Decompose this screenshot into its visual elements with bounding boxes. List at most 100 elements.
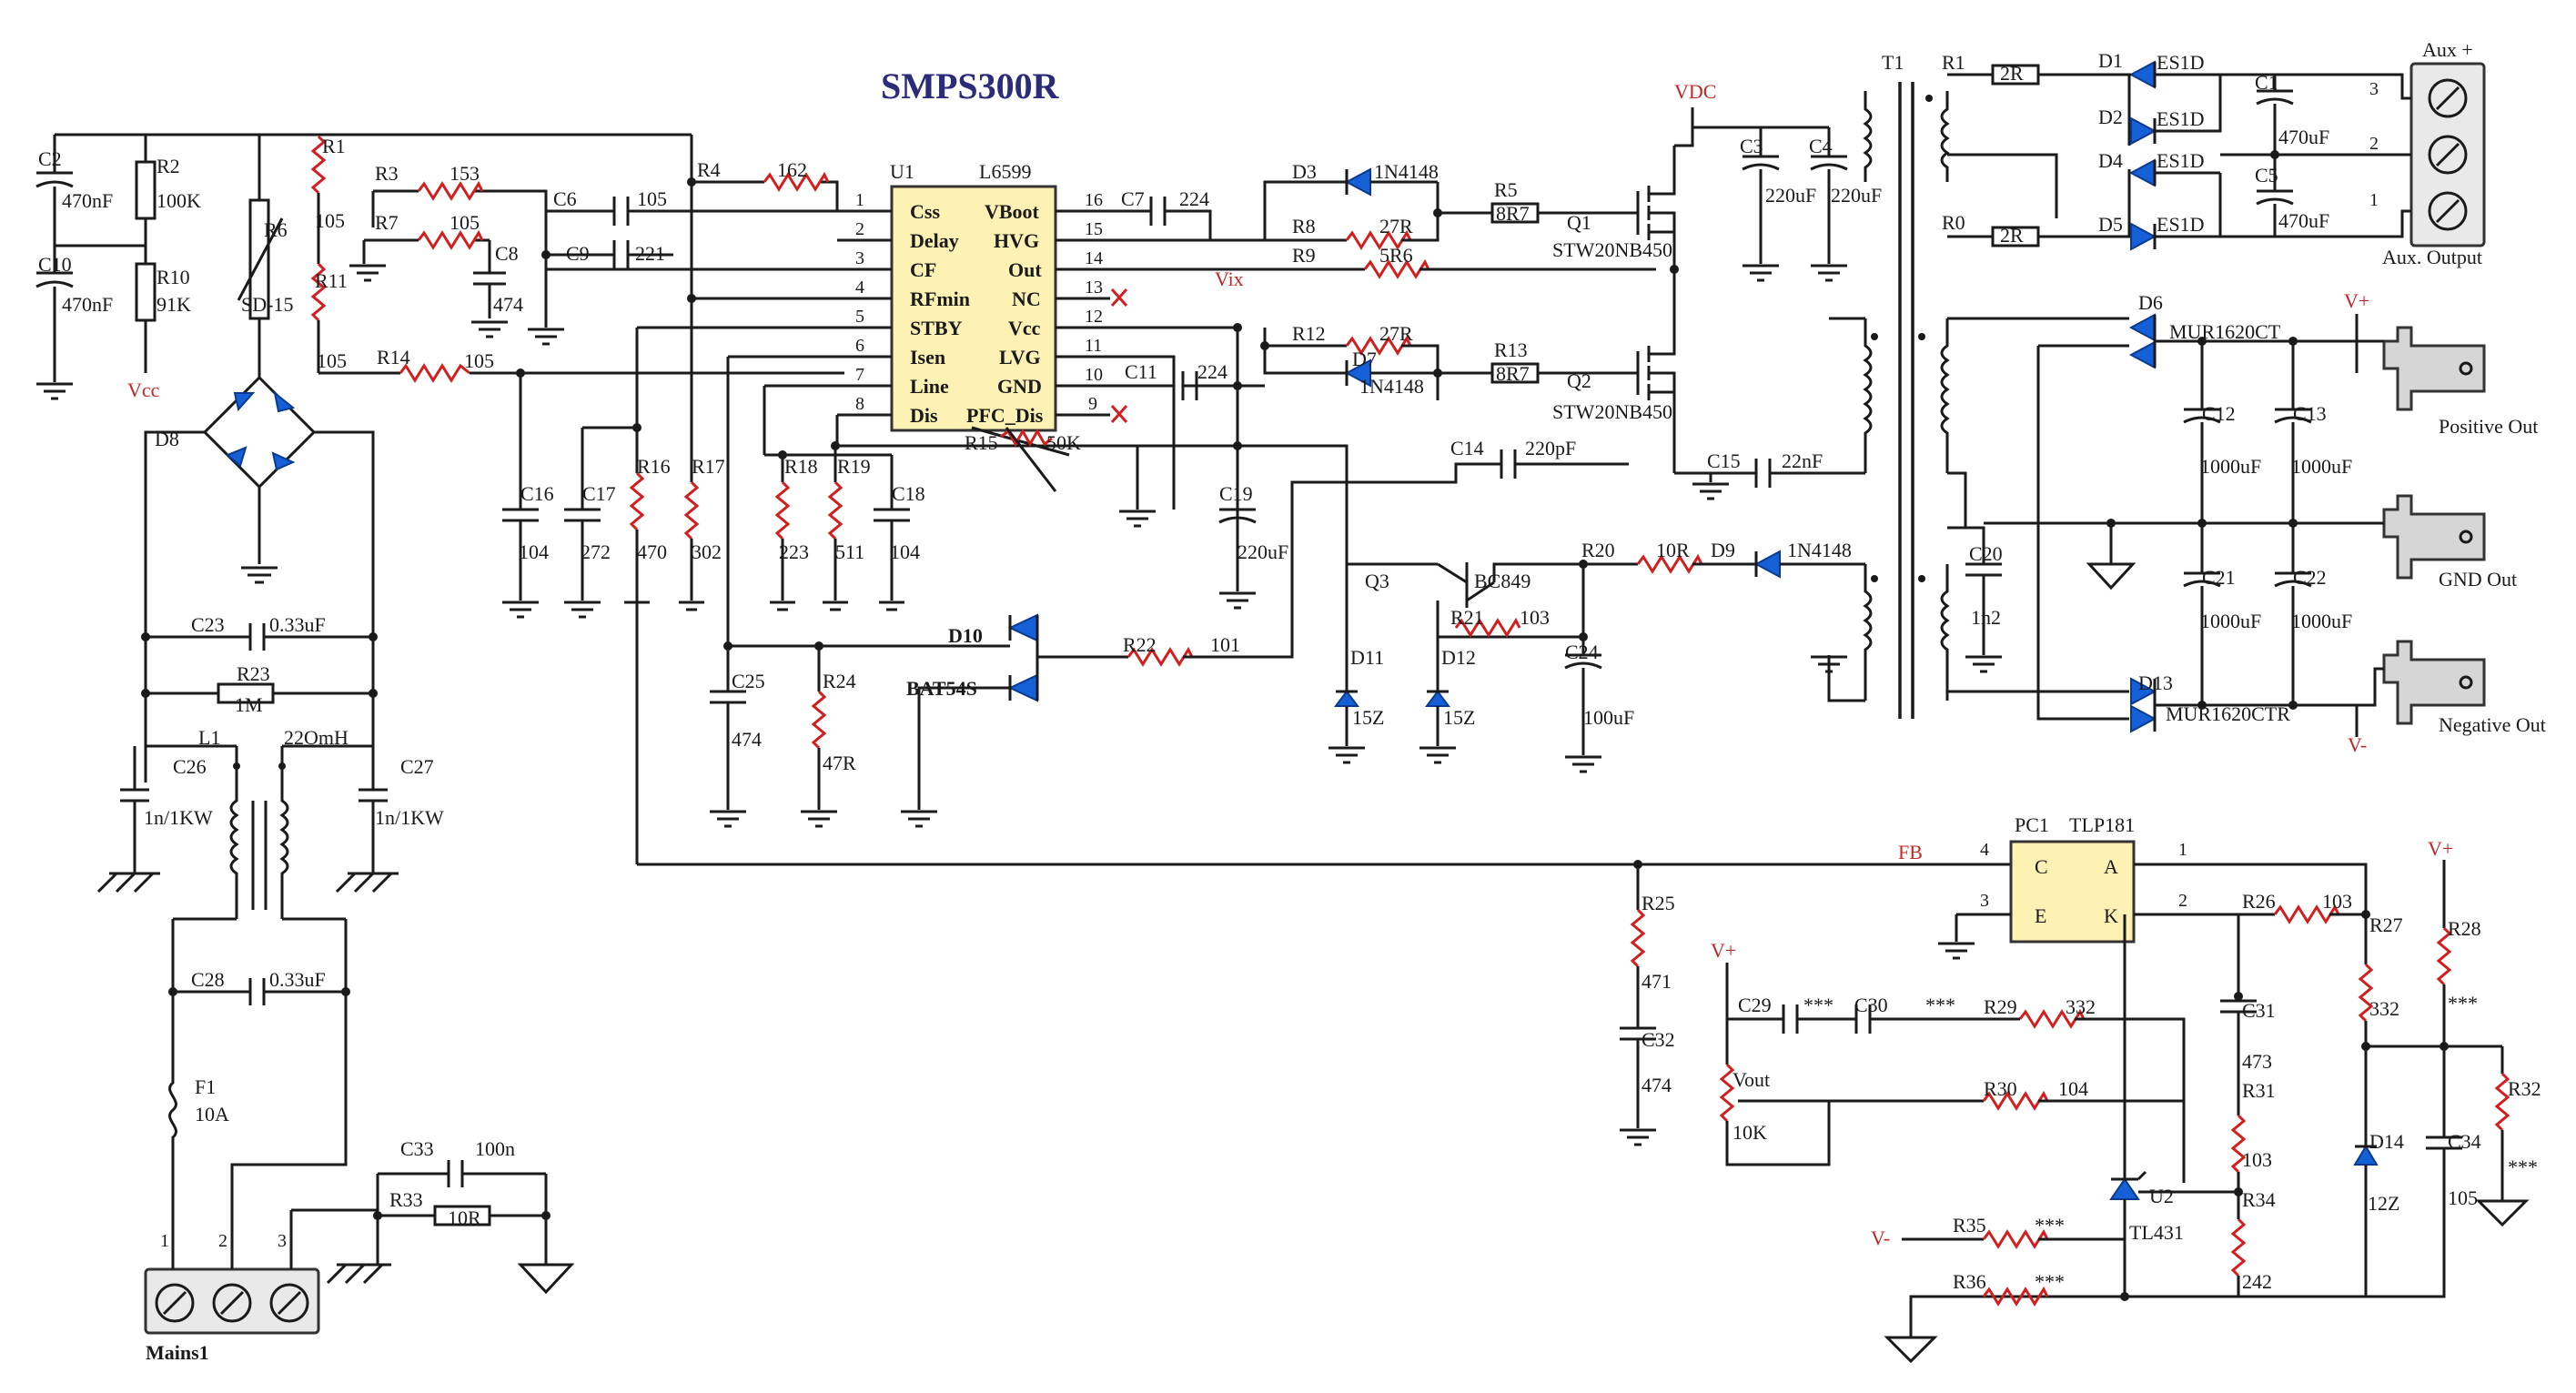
- vcc-label: Vcc: [127, 379, 160, 401]
- svg-text:3: 3: [2369, 79, 2379, 99]
- value-r36: ***: [2035, 1270, 2065, 1293]
- value-c26: 1n/1KW: [144, 806, 213, 829]
- label-r21: R21: [1450, 606, 1484, 629]
- label-aux-plus: Aux +: [2422, 38, 2473, 61]
- label-c13: C13: [2293, 402, 2327, 425]
- value-c11: 224: [1197, 360, 1227, 383]
- value-r0: 2R: [2000, 224, 2024, 247]
- label-c12: C12: [2202, 402, 2236, 425]
- value-c13: 1000uF: [2291, 455, 2352, 478]
- u1-pin-line: Line: [910, 375, 949, 398]
- u1-right-pins: 16 15 14 13 12 11 10 9 VBoot HVG Out NC …: [966, 190, 1110, 427]
- svg-text:7: 7: [855, 365, 864, 385]
- value-d1: ES1D: [2157, 51, 2205, 74]
- value-r20: 10R: [1656, 539, 1690, 561]
- label-d12: D12: [1441, 646, 1476, 669]
- label-c25: C25: [732, 670, 765, 692]
- label-c14: C14: [1450, 437, 1484, 459]
- transformer-t1: T1 C20 1n2: [1811, 51, 2003, 719]
- value-r25: 471: [1642, 970, 1672, 993]
- label-c6: C6: [553, 187, 577, 210]
- label-c32: C32: [1642, 1028, 1675, 1051]
- label-c10: C10: [38, 253, 72, 276]
- svg-text:2: 2: [218, 1231, 227, 1251]
- value-c22: 1000uF: [2291, 610, 2352, 632]
- value-r18: 223: [779, 540, 809, 563]
- label-negative-out: Negative Out: [2439, 713, 2546, 736]
- value-r28: ***: [2448, 992, 2478, 1014]
- label-vminus-fb: V-: [1871, 1226, 1890, 1249]
- label-c21: C21: [2202, 566, 2236, 589]
- label-t1: T1: [1882, 51, 1904, 74]
- value-r10: 91K: [157, 293, 191, 316]
- value-c32: 474: [1642, 1074, 1672, 1096]
- svg-text:4: 4: [1980, 840, 1989, 860]
- label-r0: R0: [1942, 211, 1965, 234]
- value-d12: 15Z: [1443, 706, 1475, 729]
- label-d1: D1: [2098, 49, 2123, 72]
- svg-text:11: 11: [1085, 336, 1102, 356]
- label-r34: R34: [2242, 1188, 2276, 1211]
- value-r30: 104: [2058, 1077, 2088, 1100]
- u1-pin-pfcdis: PFC_Dis: [966, 404, 1044, 427]
- terminal-negative: Negative Out: [2382, 640, 2546, 736]
- label-r7: R7: [375, 211, 399, 234]
- label-mains1: Mains1: [146, 1341, 209, 1364]
- feedback-section: FB PC1 TLP181 C A E K 4 3 1 2 R25 471 C3…: [1620, 813, 2541, 1364]
- u1-pin-css: Css: [910, 200, 940, 223]
- main-output: D6 MUR1620CT D13 MUR1620CTR V+ V- C12 10…: [1947, 289, 2546, 756]
- value-c3: 220uF: [1765, 184, 1816, 207]
- terminal-positive: Positive Out: [2382, 326, 2538, 438]
- label-r27: R27: [2369, 914, 2403, 936]
- value-c8: 474: [493, 293, 523, 316]
- label-r22: R22: [1123, 633, 1157, 656]
- value-q2: STW20NB450: [1552, 400, 1672, 423]
- label-c22: C22: [2293, 566, 2327, 589]
- label-c33: C33: [400, 1137, 434, 1160]
- label-c20: C20: [1969, 542, 2003, 565]
- svg-text:1: 1: [855, 190, 864, 210]
- controller-u1: U1 L6599 1 2 3 4 5 6 7 8 Css Delay CF RF…: [837, 160, 1128, 432]
- label-r12: R12: [1292, 322, 1326, 345]
- svg-text:4: 4: [855, 278, 864, 298]
- value-c20: 1n2: [1971, 606, 2001, 629]
- emi-filter: C23 0.33uF R23 1M L1 22OmH C26 1n/1KW C2…: [96, 613, 444, 1237]
- u1-pin-stby: STBY: [910, 317, 963, 339]
- label-d2: D2: [2098, 106, 2123, 128]
- value-r32: ***: [2508, 1156, 2538, 1178]
- label-r33: R33: [389, 1188, 423, 1211]
- label-d4: D4: [2098, 149, 2123, 172]
- pc1-ref: PC1: [2015, 813, 2049, 836]
- label-c7: C7: [1121, 187, 1145, 210]
- u1-pin-nc: NC: [1012, 288, 1041, 310]
- label-d3: D3: [1292, 160, 1317, 183]
- label-vplus-r28: V+: [2428, 837, 2453, 860]
- mosfet-q2: Q2 STW20NB450: [1552, 269, 1676, 473]
- label-c26: C26: [173, 755, 207, 778]
- value-r5: 8R7: [1496, 202, 1530, 225]
- u1-pin-delay: Delay: [910, 229, 959, 252]
- label-d14: D14: [2369, 1130, 2404, 1153]
- label-vplus-fb: V+: [1711, 939, 1736, 962]
- bridge-rectifier-d8: D8: [144, 373, 375, 782]
- label-c27: C27: [400, 755, 434, 778]
- value-f1: 10A: [195, 1103, 229, 1126]
- label-aux-output: Aux. Output: [2382, 246, 2482, 268]
- label-c16: C16: [520, 482, 554, 505]
- svg-text:1: 1: [2369, 190, 2379, 210]
- label-f1: F1: [195, 1075, 216, 1098]
- svg-text:1: 1: [2178, 840, 2187, 860]
- value-c24: 100uF: [1583, 706, 1634, 729]
- value-c5: 470uF: [2278, 209, 2329, 232]
- pc1-part: TLP181: [2069, 813, 2135, 836]
- value-r11: 105: [317, 349, 347, 372]
- label-r1: R1: [322, 135, 346, 157]
- svg-text:3: 3: [278, 1231, 287, 1251]
- value-r31: 103: [2242, 1148, 2272, 1171]
- value-vout: 10K: [1732, 1121, 1767, 1144]
- u1-pin-gnd: GND: [997, 375, 1042, 398]
- svg-text:3: 3: [855, 248, 864, 268]
- label-r25: R25: [1642, 892, 1675, 914]
- value-c16: 104: [519, 540, 549, 563]
- u1-pin-rfmin: RFmin: [910, 288, 970, 310]
